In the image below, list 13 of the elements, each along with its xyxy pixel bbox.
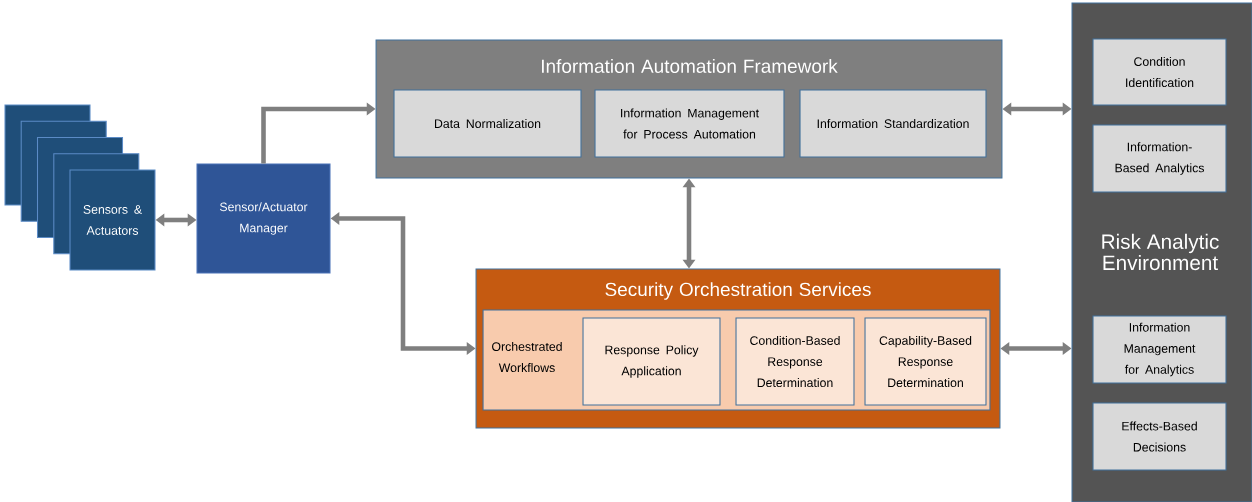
process-box: Effects-Based Decisions: [1092, 402, 1227, 471]
process-box: Sensor/Actuator Manager: [196, 163, 331, 274]
process-box: Condition-Based Response Determination: [735, 317, 855, 406]
process-box: Response Policy Application: [582, 317, 721, 406]
process-box: Information Management for Analytics: [1092, 315, 1227, 384]
process-box: Information Management for Process Automation: [594, 89, 785, 158]
process-box: Condition Identification: [1092, 38, 1227, 106]
node-label: Sensors & Actuators: [83, 205, 142, 235]
process-box: Data Normalization: [393, 89, 582, 158]
process-box: Capability-Based Response Determination: [864, 317, 987, 406]
sensor-card-stack: Sensors & Actuators: [4, 104, 156, 271]
process-box: Information Standardization: [799, 89, 987, 158]
process-box: Information-Based Analytics: [1092, 124, 1227, 193]
